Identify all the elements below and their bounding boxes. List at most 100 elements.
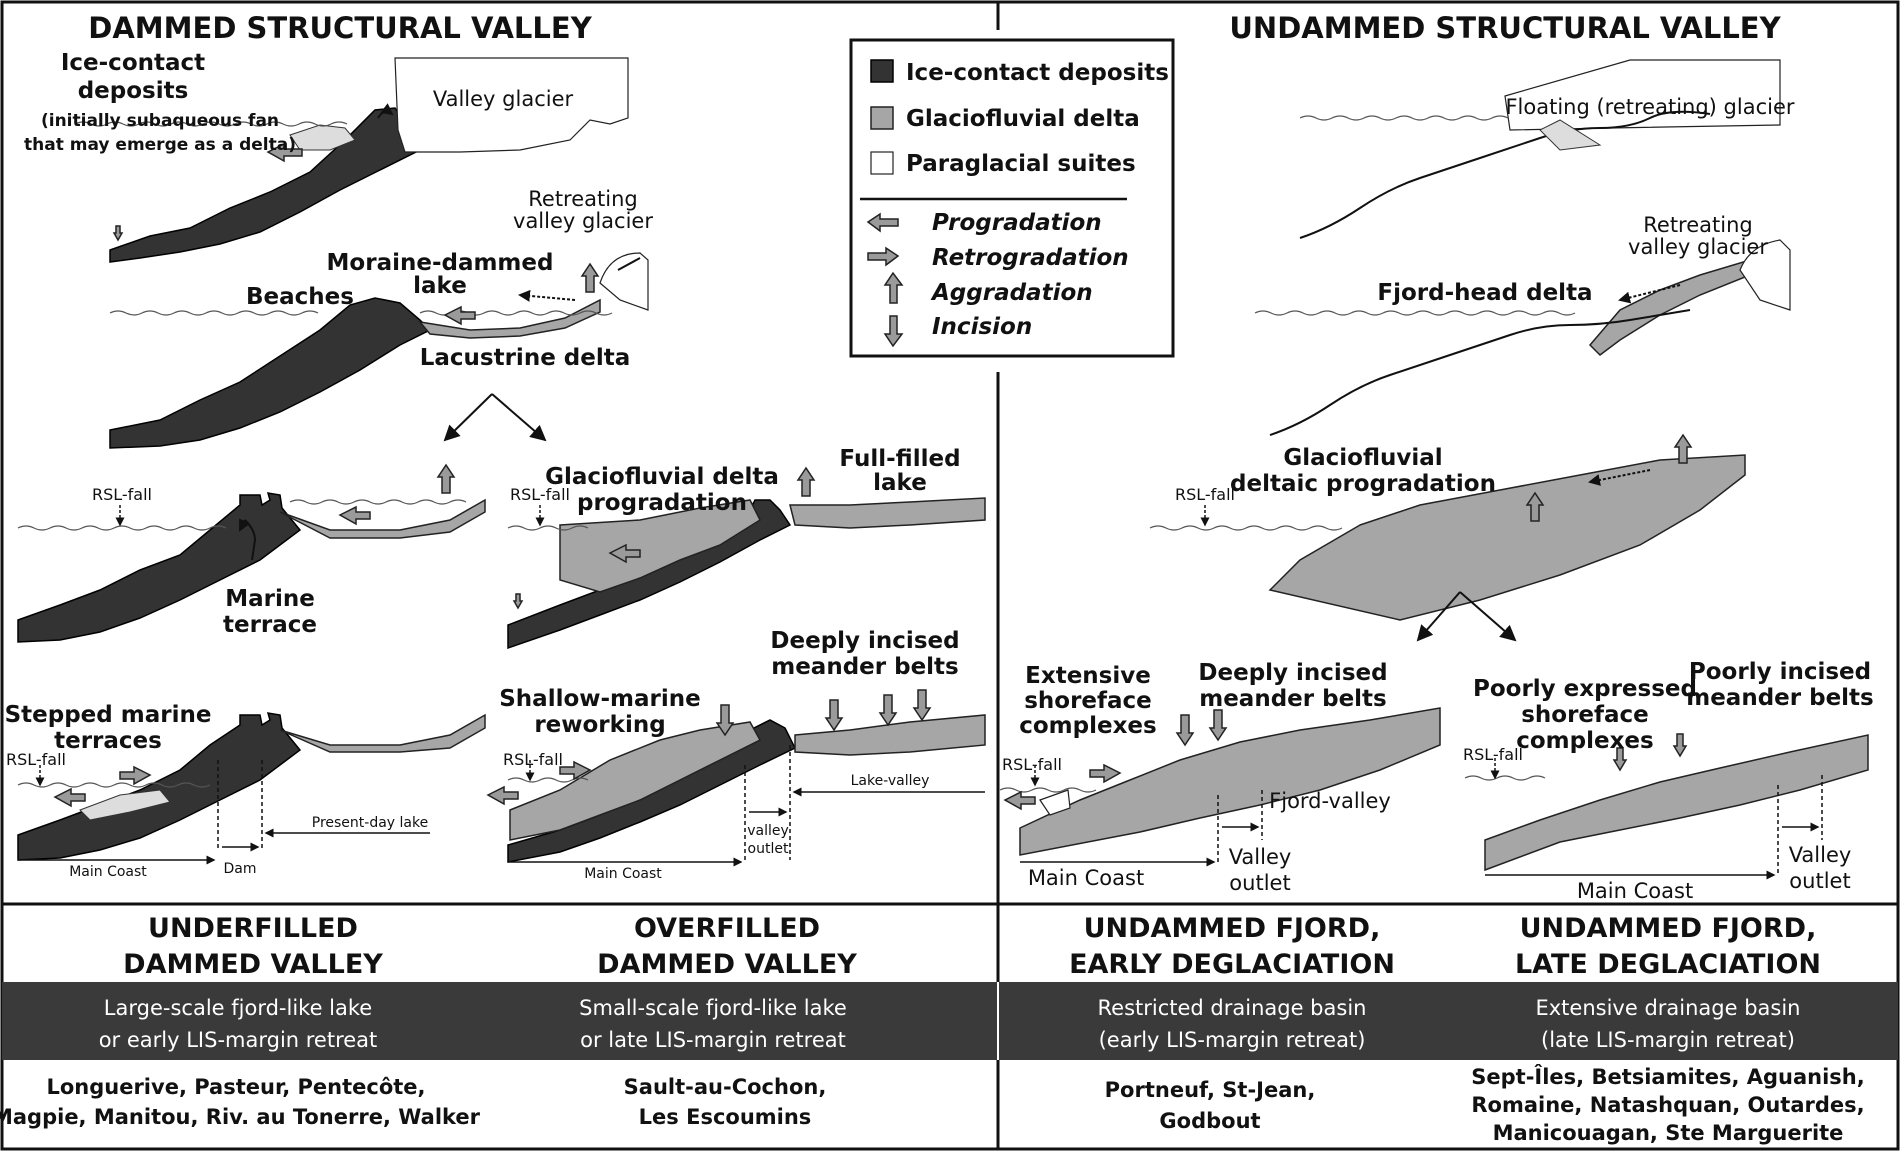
- aggradation-arrow-r3b: [1673, 433, 1693, 464]
- label-dam: Dam: [224, 861, 257, 877]
- label-deeply-2: meander belts: [771, 654, 959, 680]
- label-deeply-r2: meander belts: [1199, 686, 1387, 712]
- legend-paraglacial: Paraglacial suites: [906, 151, 1136, 177]
- incised-meander-fill: [794, 714, 986, 756]
- label-stepped-1: Stepped marine: [5, 702, 212, 728]
- panel-shallow-reworking: RSL-fall Main Coast valley outlet Lake-v…: [486, 628, 986, 882]
- label-fjord-valley: Fjord-valley: [1269, 789, 1391, 813]
- label-valley-outlet-r1: Valley: [1229, 845, 1292, 869]
- cat4-examples-3: Manicouagan, Ste Marguerite: [1493, 1121, 1844, 1145]
- water-line-r4: [999, 787, 1097, 793]
- label-fjord-head: Fjord-head delta: [1377, 280, 1592, 306]
- label-rsl-fall-2: RSL-fall: [510, 485, 570, 504]
- title-right: UNDAMMED STRUCTURAL VALLEY: [1229, 11, 1781, 45]
- label-floating-glacier: Floating (retreating) glacier: [1505, 95, 1794, 119]
- label-ice-contact-1: Ice-contact: [61, 50, 205, 76]
- label-gd-prog-1: Glaciofluvial: [1283, 445, 1442, 471]
- label-rsl-fall-r1: RSL-fall: [1175, 485, 1235, 504]
- split-arrow-right-a: [1416, 591, 1461, 642]
- moraine-body: [109, 297, 432, 449]
- label-fullfilled-2: lake: [873, 470, 927, 496]
- label-valley-glacier: Valley glacier: [433, 87, 574, 111]
- fjord-flow-arrow: [1618, 284, 1681, 304]
- paraglacial-swatch: [870, 151, 894, 175]
- progradation-arrow-5: [53, 787, 86, 808]
- label-gfd-prog-1: Glaciofluvial delta: [545, 464, 779, 490]
- label-moraine-2: lake: [413, 273, 467, 299]
- incision-arrow-r5b: [1672, 733, 1688, 758]
- legend-aggradation: Aggradation: [930, 280, 1093, 306]
- panel-stepped-terraces: RSL-fall Main Coast Dam Present-day lake…: [5, 702, 486, 880]
- label-retreating-r1: Retreating: [1643, 213, 1752, 237]
- panel-marine-terrace: RSL-fall Marine terrace: [17, 463, 486, 643]
- fjord-floor-r1: [1299, 110, 1711, 239]
- stepped-terrace-wedge: [79, 789, 171, 821]
- cat3-title-2: EARLY DEGLACIATION: [1069, 949, 1395, 980]
- label-shallow-1: Shallow-marine: [499, 686, 701, 712]
- label-poorly-exp-3: complexes: [1516, 728, 1653, 754]
- cat2-examples-2: Les Escoumins: [639, 1105, 812, 1129]
- label-gd-prog-2: deltaic progradation: [1230, 471, 1496, 497]
- stepped-ice-body: [17, 712, 302, 861]
- label-main-coast-2: Main Coast: [584, 866, 662, 882]
- poorly-body: [1484, 734, 1869, 872]
- fjord-head-delta-shape: [1588, 258, 1751, 356]
- progradation-arrow-4: [608, 543, 641, 564]
- cat2-title-1: OVERFILLED: [634, 913, 820, 944]
- progradation-arrow-6: [486, 785, 519, 806]
- label-main-coast-1: Main Coast: [69, 864, 147, 880]
- label-ice-contact-2: deposits: [78, 78, 189, 104]
- panel-poorly-expressed: RSL-fall Main Coast Valley outlet Poorly…: [1463, 659, 1874, 903]
- split-arrow-left-a: [443, 393, 493, 442]
- label-lacustrine-delta: Lacustrine delta: [420, 345, 631, 371]
- cat3-title-1: UNDAMMED FJORD,: [1084, 913, 1381, 944]
- split-arrow-left-b: [491, 393, 547, 442]
- cat1-title-2: DAMMED VALLEY: [123, 949, 383, 980]
- water-line-3b: [289, 499, 467, 505]
- cat1-title-1: UNDERFILLED: [148, 913, 358, 944]
- retrogradation-arrow-r4: [1089, 763, 1122, 784]
- legend-incision: Incision: [932, 314, 1032, 340]
- retrogradation-arrow-icon: [867, 246, 900, 267]
- legend-retrogradation: Retrogradation: [932, 245, 1129, 271]
- incision-arrow-6a: [715, 704, 735, 737]
- progradation-arrow-3: [338, 505, 371, 526]
- panel-ice-contact: Ice-contact deposits (initially subaqueo…: [24, 50, 629, 263]
- cat2-title-2: DAMMED VALLEY: [597, 949, 857, 980]
- label-gfd-prog-2: progradation: [577, 490, 747, 516]
- water-line-3: [17, 525, 227, 531]
- progradation-arrow-2: [443, 305, 476, 326]
- panel-deltaic-progradation: RSL-fall Glaciofluvial deltaic progradat…: [1149, 433, 1746, 621]
- label-ice-contact-note-2: that may emerge as a delta): [24, 135, 296, 155]
- label-poorly-exp-1: Poorly expressed: [1473, 676, 1697, 702]
- incision-arrow-icon: [883, 315, 904, 348]
- label-rsl-fall-r3: RSL-fall: [1463, 745, 1523, 764]
- cat2-examples-1: Sault-au-Cochon,: [624, 1075, 827, 1099]
- cat2-desc-1: Small-scale fjord-like lake: [579, 996, 847, 1020]
- aggradation-arrow-small-4: [512, 593, 524, 610]
- retreat-flow-arrow: [518, 289, 576, 302]
- label-retreating-1: Retreating: [528, 187, 637, 211]
- label-valley-outlet-r2: outlet: [1229, 871, 1290, 895]
- extensive-body: [1019, 707, 1441, 856]
- label-poorly-inc-2: meander belts: [1686, 685, 1874, 711]
- label-lake-valley: Lake-valley: [851, 773, 930, 789]
- aggradation-arrow-2: [580, 262, 600, 293]
- incision-arrow-r5a: [1612, 747, 1628, 772]
- cat1-desc-2: or early LIS-margin retreat: [99, 1028, 378, 1052]
- label-moraine-1: Moraine-dammed: [327, 250, 554, 276]
- legend-glaciofluvial: Glaciofluvial delta: [906, 106, 1140, 132]
- panel-floating-glacier: Floating (retreating) glacier: [1299, 59, 1795, 239]
- label-main-coast-r1: Main Coast: [1028, 866, 1144, 890]
- deltaic-flow-arrow: [1588, 469, 1651, 486]
- cat3-desc-1: Restricted drainage basin: [1098, 996, 1367, 1020]
- aggradation-arrow-small: [112, 225, 124, 242]
- shallow-reworked-delta: [509, 721, 762, 841]
- glacier-arrow: [377, 103, 394, 119]
- gfd-prograding-delta: [559, 499, 761, 593]
- label-stepped-2: terraces: [54, 728, 162, 754]
- aggradation-arrow-r3a: [1525, 491, 1545, 522]
- retreating-glacier-right: [1739, 239, 1791, 311]
